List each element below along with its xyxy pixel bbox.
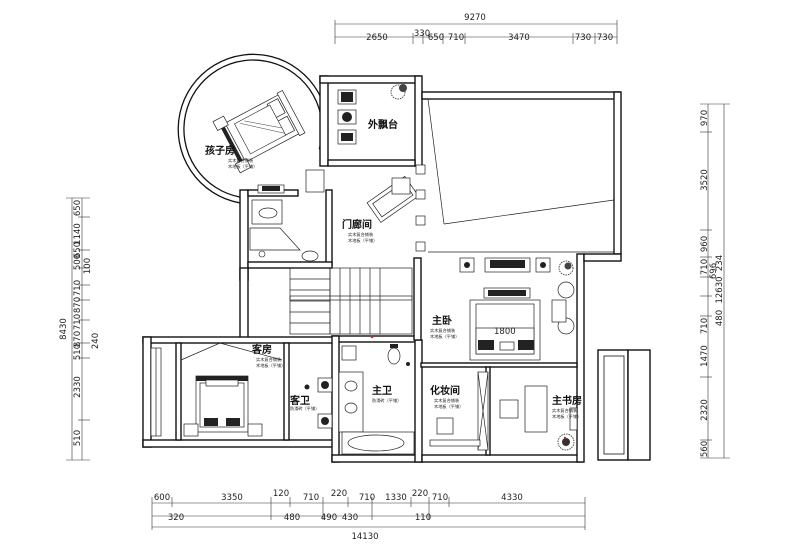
bottom-dimension-8: 220 [412, 489, 428, 499]
bottom-dimension-1: 600 [154, 493, 170, 503]
right-dimension-chain: 970 3520 960 710 696 710 1470 2320 560 2… [700, 103, 730, 459]
top-dimension-6: 730 [575, 33, 591, 43]
right-dimension-9: 560 [700, 441, 710, 457]
room-note: 木地板（平铺） [552, 413, 581, 420]
dressing-room-furniture [429, 371, 489, 451]
left-dimension-1: 650 [73, 200, 83, 216]
guest-room-furniture [180, 342, 283, 437]
right-dimension-3: 960 [700, 236, 710, 252]
room-note: 实木复合铺装 [552, 407, 578, 414]
master-bath-fixtures [338, 344, 415, 455]
bottom-dimension-6: 710 [359, 493, 375, 503]
bottom-dimension-3: 120 [273, 489, 289, 499]
left-total-dimension: 8430 [59, 318, 69, 340]
room-note: 实木复合铺装 [434, 397, 460, 404]
room-label-study: 主书房 [552, 394, 582, 407]
room-labels: 孩子房 实木复合铺装 木地板（平铺） 外飘台 门廊间 实木复合铺装 木地板（平铺… [205, 118, 582, 420]
top-dimension-1: 2650 [366, 33, 388, 43]
master-bedroom-furniture [459, 257, 575, 361]
room-note: 木地板（平铺） [430, 333, 459, 340]
bottom-dimension-10: 4330 [501, 493, 523, 503]
room-label-outer-bay: 外飘台 [367, 118, 398, 131]
room-note: 实木复合铺装 [228, 157, 254, 164]
left-dimension-12: 510 [73, 430, 83, 446]
room-note: 实木复合铺装 [348, 231, 374, 238]
room-label-kids-room: 孩子房 [205, 144, 235, 157]
right-dimension-5: 696 [709, 263, 719, 279]
guest-bath-fixtures [304, 377, 333, 429]
right-dimension-1: 970 [700, 110, 710, 126]
kids-room-bed [212, 89, 306, 194]
bottom-dimension-9: 710 [432, 493, 448, 503]
top-dimension-5: 3470 [508, 33, 530, 43]
left-dimension-10: 510 [73, 344, 83, 360]
room-note: 木地板（平铺） [228, 163, 257, 170]
marker-dot [370, 335, 374, 339]
left-dimension-9: 870 [73, 331, 83, 347]
bed-size-label: 1800 [494, 327, 516, 337]
top-dimension-7: 730 [597, 33, 613, 43]
bottom-dimension-row2-1: 320 [168, 513, 184, 523]
left-dimension-extra: 240 [91, 333, 101, 349]
bottom-total-dimension: 14130 [351, 532, 378, 542]
left-dimension-7: 870 [73, 297, 83, 313]
left-dimension-11: 2330 [73, 376, 83, 398]
staircase [289, 267, 413, 335]
open-void [427, 98, 615, 253]
bottom-dimension-4: 710 [303, 493, 319, 503]
top-dimension-3: 650 [428, 33, 444, 43]
door-hall-furniture [305, 164, 426, 252]
bottom-dimension-row2-2: 480 [284, 513, 300, 523]
top-dimension-4: 710 [448, 33, 464, 43]
bottom-dimension-2: 3350 [221, 493, 243, 503]
room-label-master-bath: 主卫 [372, 384, 392, 397]
left-dimension-chain: 650 1140 650 500 100 710 870 710 870 510… [59, 197, 101, 461]
left-dimension-5: 100 [83, 258, 93, 274]
room-label-door-hall: 门廊间 [342, 218, 372, 231]
room-note: 实木复合铺装 [256, 356, 282, 363]
room-note: 防滑砖（平铺） [290, 405, 319, 412]
bay-furniture [337, 84, 407, 145]
bottom-dimension-row2-5: 110 [415, 513, 431, 523]
room-label-master-bedroom: 主卧 [432, 314, 452, 327]
top-dimension-chain: 9270 2650 330 650 710 3470 730 730 [334, 13, 618, 44]
right-dimension-8: 2320 [700, 399, 710, 421]
left-dimension-2: 1140 [73, 223, 83, 245]
upper-bath-fixtures [249, 199, 319, 262]
room-label-guest-bath: 客卫 [289, 394, 310, 407]
right-dimension-4: 710 [700, 259, 710, 275]
room-label-dressing-room: 化妆间 [430, 384, 460, 397]
right-dimension-2: 3520 [700, 169, 710, 191]
right-dimension-6: 710 [700, 318, 710, 334]
room-note: 木地板（平铺） [256, 362, 285, 369]
right-dimension-7: 1470 [700, 345, 710, 367]
bottom-dimension-chain: 600 3350 120 710 220 710 1330 220 710 43… [151, 489, 586, 542]
walls [142, 53, 651, 463]
bottom-dimension-row2-3: 490 [321, 513, 337, 523]
right-dimension-row2-1: 234 [715, 255, 725, 271]
right-dimension-row2-2: 12630 [715, 276, 725, 303]
bottom-dimension-row2-4: 430 [342, 513, 358, 523]
guest-balcony [150, 347, 162, 437]
left-dimension-8: 710 [73, 314, 83, 330]
room-note: 木地板（平铺） [434, 403, 463, 410]
left-dimension-3: 650 [73, 242, 83, 258]
bottom-dimension-7: 1330 [385, 493, 407, 503]
left-dimension-4: 500 [73, 254, 83, 270]
left-dimension-6: 710 [73, 280, 83, 296]
top-total-dimension: 9270 [464, 13, 486, 23]
top-dimension-2: 330 [414, 29, 430, 39]
study-furniture [499, 385, 578, 451]
bottom-dimension-5: 220 [331, 489, 347, 499]
right-dimension-row2-3: 480 [715, 310, 725, 326]
room-note: 木地板（平铺） [348, 237, 377, 244]
room-label-guest-room: 客房 [251, 343, 272, 356]
room-note: 实木复合铺装 [430, 327, 456, 334]
room-note: 防滑砖（平铺） [372, 397, 401, 404]
marker-dot [563, 436, 567, 440]
